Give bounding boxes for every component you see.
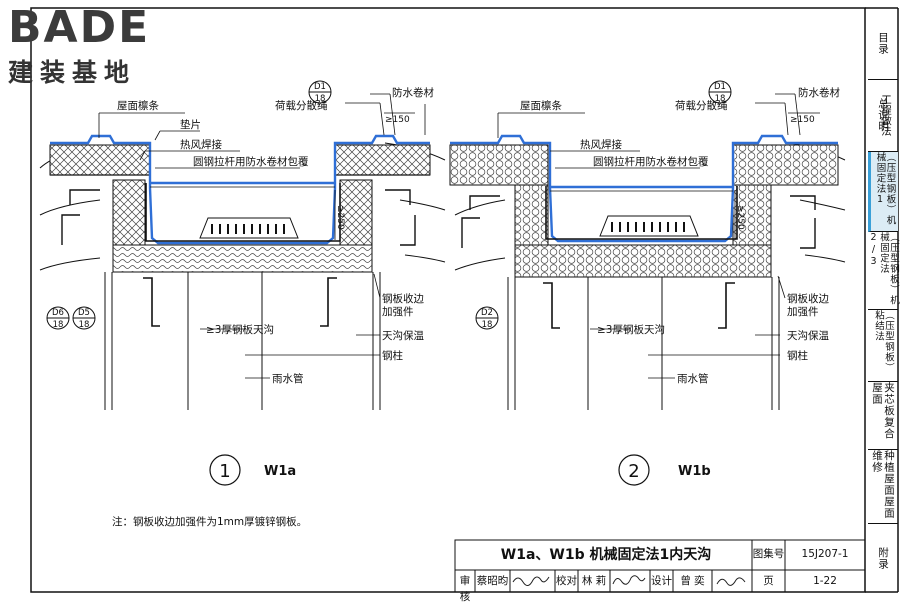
drawing-title: W1a、W1b 机械固定法1内天沟 (500, 547, 712, 563)
gutter-insulation-bottom (112, 244, 373, 273)
label-column-left: 钢柱 (382, 349, 403, 362)
steel-gutter-left (145, 183, 341, 242)
detail-number-2: 2 (628, 461, 639, 482)
detail-number-1: 1 (219, 461, 230, 482)
ref-d2-bottom: 18 (482, 320, 493, 330)
label-load-rope-left: 荷载分散绳 (275, 99, 328, 112)
ref-d1-right-top: D1 (714, 82, 726, 92)
ref-d1-left-top: D1 (314, 82, 326, 92)
chapter-sidebar: 目录 总说明 （压型钢板）机械固定法1 （压型钢板）机械固定法2/3 （压型钢板… (868, 8, 899, 592)
label-downpipe-right: 雨水管 (677, 372, 709, 385)
detail-code-w1b: W1b (678, 464, 711, 479)
check-label: 校对 (556, 575, 577, 587)
membrane-left (50, 134, 430, 245)
label-edge1-right: 钢板收边 (787, 292, 829, 305)
membrane-right (450, 134, 838, 243)
atlas-label: 图集号 (752, 548, 785, 560)
sidebar-tab-general[interactable]: 总说明 (868, 80, 898, 152)
detail-circle-1 (209, 454, 241, 486)
ref-d2-top: D2 (481, 308, 493, 318)
page-number: 1-22 (813, 575, 837, 587)
drawing-note: 注：钢板收边加强件为1mm厚镀锌钢板。 (112, 516, 308, 528)
label-pad: 垫片 (180, 118, 201, 131)
label-edge2-left: 加强件 (382, 306, 414, 318)
label-dim250-left: ≥250 (335, 205, 345, 230)
sidebar-tab-mech-fix-2-3[interactable]: （压型钢板）机械固定法2/3 (868, 232, 899, 310)
ref-d6-bottom: 18 (53, 320, 64, 330)
ref-d1-left-bottom: 18 (315, 94, 326, 104)
brand-wordmark: BADE (8, 2, 151, 53)
sandwich-panel-right (732, 144, 839, 186)
sidebar-tab-engineering[interactable]: 工程做法 (880, 94, 892, 136)
sheet-border (30, 7, 866, 593)
ref-d5-bottom: 18 (79, 320, 90, 330)
sidebar-tab-contents[interactable]: 目录 (868, 8, 898, 80)
detail-code-w1a: W1a (264, 464, 296, 479)
label-rod-left: 圆钢拉杆用防水卷材包覆 (193, 155, 309, 168)
label-hot-air-left: 热风焊接 (180, 138, 222, 151)
roof-insulation-right (334, 144, 431, 176)
label-rod-right: 圆钢拉杆用防水卷材包覆 (593, 155, 709, 168)
gutter-insulation-w1b (514, 244, 772, 278)
label-membrane-right: 防水卷材 (798, 86, 840, 99)
label-gutter-left: ≥3厚钢板天沟 (206, 323, 274, 336)
designer-name: 曾 奕 (680, 575, 705, 587)
detail-w1a (39, 134, 446, 410)
brand-subtitle: 建装基地 (8, 58, 137, 87)
sidebar-tab-mech-fix-1[interactable]: （压型钢板）机械固定法1 (868, 152, 898, 232)
reviewer-name: 蔡昭昀 (476, 575, 509, 587)
design-label: 设计 (651, 575, 672, 587)
label-membrane-left: 防水卷材 (392, 86, 434, 99)
page-label: 页 (763, 575, 774, 587)
sidebar-tab-appendix[interactable]: 附录 (877, 546, 889, 570)
label-gutter-right: ≥3厚钢板天沟 (597, 323, 665, 336)
sidebar-tab-sandwich[interactable]: 夹芯板复合屋面 (868, 382, 898, 450)
checker-name: 林 莉 (581, 575, 607, 587)
review-label: 审核 (459, 575, 471, 603)
ref-d1-right-bottom: 18 (715, 94, 726, 104)
label-dim250-right: ≥250 (735, 205, 745, 230)
label-downpipe-left: 雨水管 (272, 372, 304, 385)
label-dim150-right: ≥150 (790, 115, 815, 125)
label-hot-air-right: 热风焊接 (580, 138, 622, 151)
atlas-number: 15J207-1 (801, 548, 849, 560)
ref-d6-top: D6 (52, 308, 64, 318)
brand-logo: BADE 建装基地 (8, 4, 178, 94)
ref-d5-top: D5 (78, 308, 90, 318)
label-dim150-left: ≥150 (385, 115, 410, 125)
label-load-rope-right: 荷载分散绳 (675, 99, 728, 112)
label-column-right: 钢柱 (787, 349, 808, 362)
sidebar-tab-bonding[interactable]: （压型钢板）粘结法 (868, 310, 898, 382)
label-insulation-left: 天沟保温 (382, 329, 424, 342)
label-purlin-right: 屋面檩条 (520, 99, 562, 112)
detail-circle-2 (618, 454, 650, 486)
label-edge2-right: 加强件 (787, 306, 819, 318)
title-block: W1a、W1b 机械固定法1内天沟 图集号 15J207-1 审核 蔡昭昀 校对… (455, 540, 865, 603)
sandwich-panel-left (449, 144, 549, 186)
label-insulation-right: 天沟保温 (787, 329, 829, 342)
detail-w1b (449, 134, 846, 410)
sidebar-tab-green-roof[interactable]: 种植屋面屋面维修 (868, 450, 898, 524)
label-edge1-left: 钢板收边 (382, 292, 424, 305)
label-purlin-left: 屋面檩条 (117, 99, 159, 112)
